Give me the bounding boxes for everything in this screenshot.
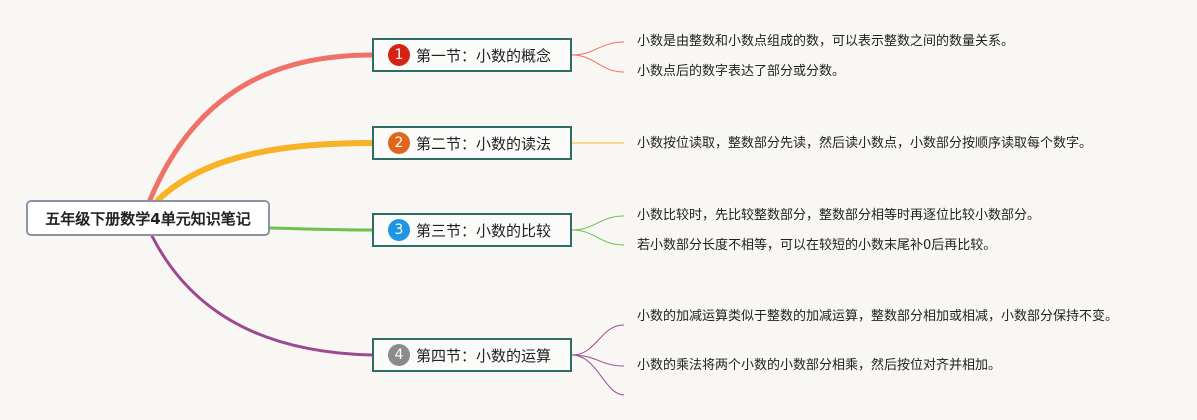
section-title: 第四节：小数的运算 [416, 346, 552, 365]
section-title: 第三节：小数的比较 [416, 221, 552, 240]
note-4-2[interactable]: 小数的乘法将两个小数的小数部分相乘，然后按位对齐并相加。 [637, 358, 1002, 373]
branch-3 [268, 226, 374, 232]
note-3-2[interactable]: 若小数部分长度不相等，可以在较短的小数末尾补0后再比较。 [637, 238, 997, 253]
section-topic-2[interactable]: 2 第二节：小数的读法 [372, 126, 572, 160]
note-connector-3-2 [571, 229, 625, 246]
number-badge-icon: 3 [388, 219, 410, 241]
note-connector-1-2 [571, 54, 625, 73]
section-topic-4[interactable]: 4 第四节：小数的运算 [372, 338, 572, 372]
note-connector-4-1 [571, 324, 625, 356]
section-title: 第一节：小数的概念 [416, 46, 552, 65]
note-2-1[interactable]: 小数按位读取，整数部分先读，然后读小数点，小数部分按顺序读取每个数字。 [637, 136, 1093, 151]
note-4-1[interactable]: 小数的加减运算类似于整数的加减运算，整数部分相加或相减，小数部分保持不变。 [637, 309, 1119, 324]
branch-4 [150, 234, 374, 357]
note-connector-3-1 [571, 215, 625, 231]
number-badge-icon: 2 [388, 132, 410, 154]
section-topic-1[interactable]: 1 第一节：小数的概念 [372, 38, 572, 72]
branch-1 [147, 52, 375, 203]
number-badge-icon: 1 [388, 44, 410, 66]
section-topic-3[interactable]: 3 第三节：小数的比较 [372, 213, 572, 247]
section-title: 第二节：小数的读法 [416, 134, 552, 153]
note-1-2[interactable]: 小数点后的数字表达了部分或分数。 [637, 64, 846, 79]
note-connector-1-1 [571, 41, 625, 56]
note-1-1[interactable]: 小数是由整数和小数点组成的数，可以表示整数之间的数量关系。 [637, 34, 1015, 49]
root-topic[interactable]: 五年级下册数学4单元知识笔记 [26, 200, 270, 236]
note-3-1[interactable]: 小数比较时，先比较整数部分，整数部分相等时再逐位比较小数部分。 [637, 208, 1041, 223]
note-connector-4-3 [571, 354, 625, 396]
root-topic-label: 五年级下册数学4单元知识笔记 [45, 209, 251, 228]
branch-2 [155, 140, 375, 203]
number-badge-icon: 4 [388, 344, 410, 366]
